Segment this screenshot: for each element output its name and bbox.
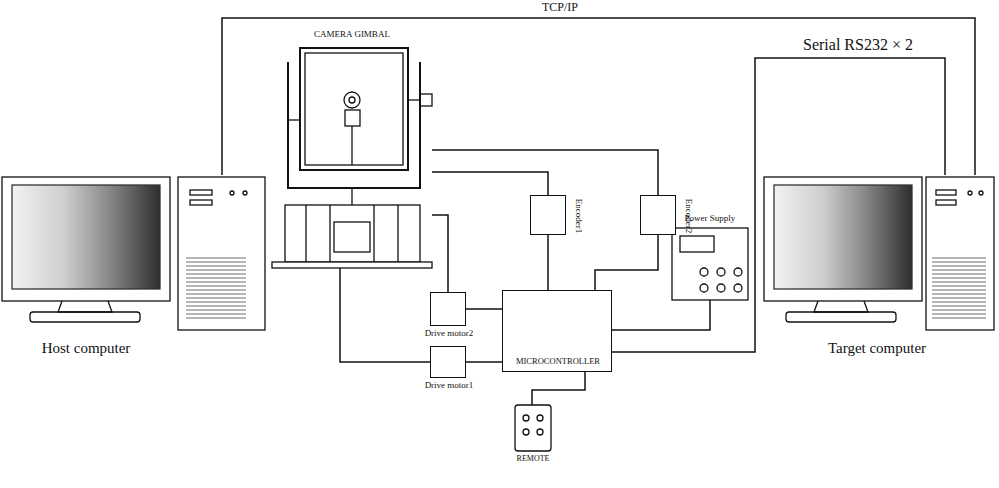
camera-gimbal-drawing bbox=[345, 110, 360, 126]
target-tower bbox=[926, 177, 994, 330]
camera-gimbal-drawing bbox=[351, 188, 352, 205]
node-label: Power Supply bbox=[685, 214, 736, 224]
remote-drawing bbox=[537, 415, 543, 421]
camera-gimbal-drawing bbox=[397, 205, 398, 262]
camera-gimbal-drawing bbox=[373, 205, 374, 262]
power-supply-drawing bbox=[700, 284, 708, 292]
host-tower bbox=[178, 177, 265, 330]
connector-wire bbox=[595, 235, 658, 290]
camera-gimbal-drawing bbox=[334, 222, 370, 252]
camera-gimbal-drawing bbox=[305, 53, 403, 165]
host-tower bbox=[230, 191, 234, 195]
host-monitor bbox=[2, 177, 170, 301]
target-monitor bbox=[774, 185, 912, 289]
remote-drawing bbox=[515, 405, 551, 451]
camera-gimbal-drawing bbox=[288, 119, 300, 120]
remote-drawing bbox=[523, 429, 529, 435]
remote-drawing bbox=[515, 405, 551, 451]
remote-control: REMOTE bbox=[515, 405, 551, 451]
microcontroller-box: MICROCONTROLLER bbox=[502, 290, 612, 372]
node-label: Drive motor2 bbox=[425, 329, 474, 339]
connector-wire bbox=[432, 215, 448, 292]
connection-label: Serial RS232 × 2 bbox=[801, 36, 915, 54]
target-tower bbox=[979, 191, 983, 195]
connector-wire bbox=[612, 58, 945, 352]
host-tower bbox=[178, 177, 265, 330]
power-supply-drawing bbox=[717, 284, 725, 292]
camera-gimbal-drawing bbox=[285, 205, 420, 262]
camera-gimbal-drawing bbox=[420, 94, 432, 106]
remote-drawing bbox=[523, 415, 529, 421]
target-tower bbox=[932, 255, 986, 321]
node-label: MICROCONTROLLER bbox=[516, 357, 600, 366]
connector-wire bbox=[547, 235, 549, 290]
connector-wire bbox=[532, 372, 585, 405]
target-monitor bbox=[786, 312, 896, 322]
host-monitor bbox=[30, 312, 140, 322]
host-tower bbox=[190, 190, 212, 195]
power-supply-drawing bbox=[672, 228, 748, 300]
remote-drawing bbox=[537, 429, 543, 435]
target-tower bbox=[926, 177, 994, 330]
host-monitor bbox=[12, 185, 160, 289]
connector-wire bbox=[432, 150, 658, 195]
node-label: Drive motor1 bbox=[425, 381, 474, 391]
drive-motor-box: Drive motor1 bbox=[430, 346, 466, 378]
node-label: Target computer bbox=[828, 340, 926, 357]
connector-wire bbox=[432, 172, 548, 195]
target-tower bbox=[936, 190, 956, 195]
host-monitor bbox=[58, 301, 112, 312]
encoder-box: Encoder2 bbox=[640, 195, 676, 235]
host-tower bbox=[186, 255, 246, 321]
target-monitor bbox=[764, 177, 922, 301]
power-supply-drawing bbox=[734, 284, 742, 292]
node-label: Encoder1 bbox=[573, 199, 583, 233]
connection-label: TCP/IP bbox=[540, 1, 580, 14]
power-supply-drawing bbox=[734, 268, 742, 276]
node-label: REMOTE bbox=[517, 455, 550, 464]
host-tower bbox=[243, 191, 247, 195]
connector-wire bbox=[466, 308, 502, 310]
encoder-box: Encoder1 bbox=[530, 195, 566, 235]
camera-gimbal-drawing bbox=[349, 97, 355, 103]
target-monitor bbox=[764, 177, 922, 322]
camera-gimbal-drawing bbox=[344, 92, 360, 108]
camera-gimbal-drawing bbox=[408, 99, 420, 100]
power-supply-drawing bbox=[672, 228, 748, 300]
camera-gimbal-drawing bbox=[305, 205, 306, 262]
node-label: Host computer bbox=[42, 340, 131, 357]
camera-gimbal-drawing bbox=[329, 205, 330, 262]
camera-gimbal: CAMERA GIMBAL bbox=[270, 45, 432, 268]
connector-wire bbox=[340, 268, 430, 362]
connector-wire bbox=[466, 361, 502, 363]
power-supply-drawing bbox=[700, 268, 708, 276]
power-supply-drawing bbox=[717, 268, 725, 276]
target-tower bbox=[936, 200, 956, 205]
camera-gimbal-drawing bbox=[272, 48, 432, 268]
target-monitor bbox=[814, 301, 868, 312]
host-monitor bbox=[2, 177, 170, 322]
power-supply-drawing bbox=[680, 236, 714, 252]
connector-wire bbox=[222, 18, 975, 175]
target-tower bbox=[968, 191, 972, 195]
drive-motor-box: Drive motor2 bbox=[430, 292, 466, 326]
host-tower bbox=[190, 200, 212, 205]
host-computer: Host computer bbox=[0, 175, 268, 335]
power-supply: Power Supply bbox=[672, 228, 748, 300]
node-label: CAMERA GIMBAL bbox=[314, 30, 390, 40]
target-computer: Target computer bbox=[762, 175, 995, 335]
camera-gimbal-drawing bbox=[300, 48, 408, 170]
camera-gimbal-drawing bbox=[351, 126, 352, 165]
connector-wire bbox=[612, 300, 710, 330]
camera-gimbal-drawing bbox=[272, 262, 432, 268]
